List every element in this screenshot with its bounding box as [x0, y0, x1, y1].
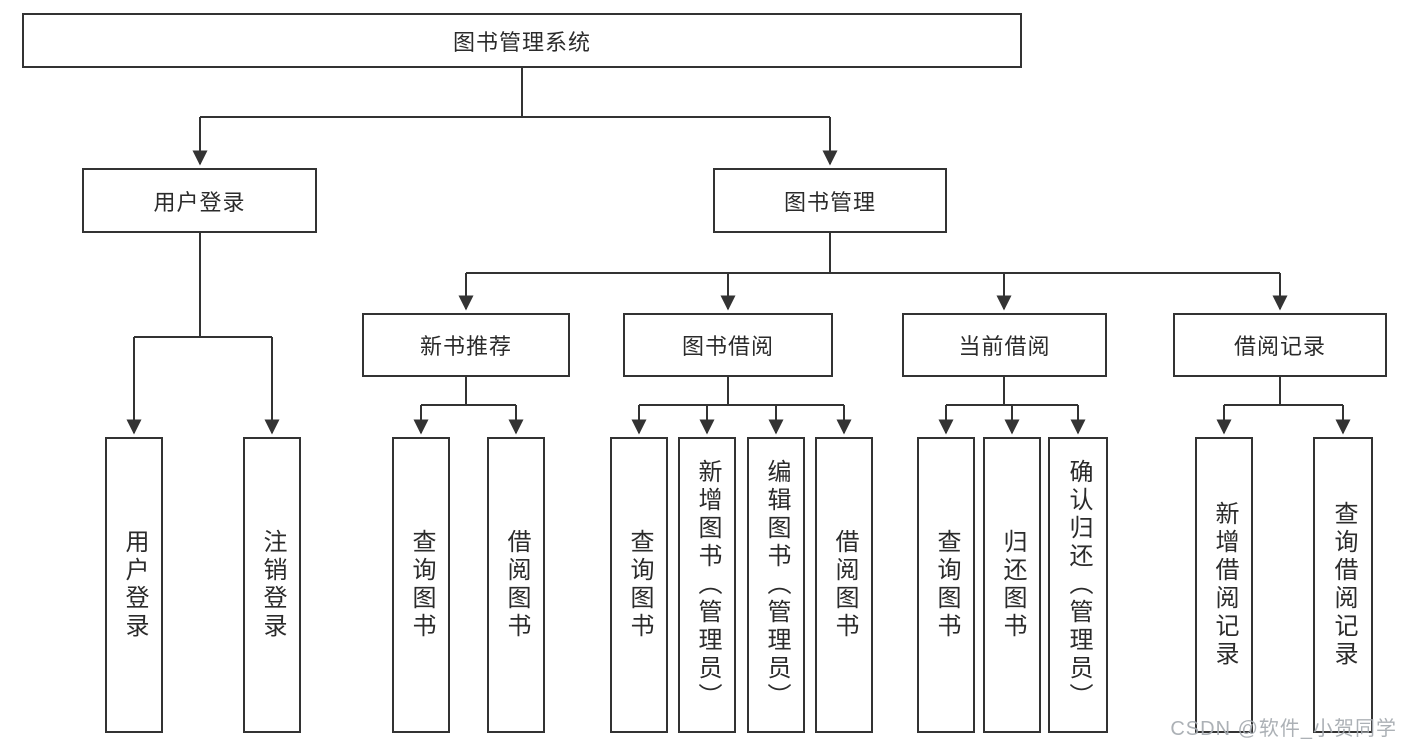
- leaf-label: 查询借阅记录: [1330, 501, 1357, 669]
- leaf-query-books-2: 查询图书: [610, 437, 668, 733]
- node-new-book-recommend: 新书推荐: [362, 313, 570, 377]
- leaf-edit-books-admin: 编辑图书（管理员）: [747, 437, 805, 733]
- leaf-query-books-3: 查询图书: [917, 437, 975, 733]
- leaf-logout: 注销登录: [243, 437, 301, 733]
- node-book-borrow: 图书借阅: [623, 313, 833, 377]
- node-book-management: 图书管理: [713, 168, 947, 233]
- node-label: 图书管理系统: [452, 29, 591, 55]
- leaf-return-books: 归还图书: [983, 437, 1041, 733]
- leaf-borrow-books-2: 借阅图书: [815, 437, 873, 733]
- leaf-label: 编辑图书（管理员）: [763, 459, 790, 711]
- leaf-confirm-return-admin: 确认归还（管理员）: [1048, 437, 1108, 733]
- leaf-label: 用户登录: [121, 529, 148, 641]
- leaf-label: 新增借阅记录: [1211, 501, 1238, 669]
- leaf-add-borrow-record: 新增借阅记录: [1195, 437, 1253, 733]
- node-label: 用户登录: [153, 189, 246, 215]
- leaf-label: 查询图书: [408, 529, 435, 641]
- node-current-borrow: 当前借阅: [902, 313, 1107, 377]
- leaf-user-login: 用户登录: [105, 437, 163, 733]
- leaf-query-borrow-record: 查询借阅记录: [1313, 437, 1373, 733]
- node-system-root: 图书管理系统: [22, 13, 1022, 68]
- node-label: 借阅记录: [1233, 334, 1326, 359]
- node-label: 当前借阅: [958, 334, 1051, 359]
- leaf-label: 确认归还（管理员）: [1065, 459, 1092, 711]
- node-label: 图书借阅: [681, 334, 774, 359]
- leaf-label: 归还图书: [999, 529, 1026, 641]
- leaf-label: 查询图书: [933, 529, 960, 641]
- leaf-label: 借阅图书: [503, 529, 530, 641]
- leaf-label: 注销登录: [259, 529, 286, 641]
- node-borrow-records: 借阅记录: [1173, 313, 1387, 377]
- leaf-label: 借阅图书: [831, 529, 858, 641]
- node-label: 新书推荐: [419, 334, 512, 359]
- leaf-label: 查询图书: [626, 529, 653, 641]
- node-user-login: 用户登录: [82, 168, 317, 233]
- leaf-borrow-books-1: 借阅图书: [487, 437, 545, 733]
- leaf-add-books-admin: 新增图书（管理员）: [678, 437, 736, 733]
- leaf-query-books-1: 查询图书: [392, 437, 450, 733]
- node-label: 图书管理: [783, 189, 876, 215]
- leaf-label: 新增图书（管理员）: [694, 459, 721, 711]
